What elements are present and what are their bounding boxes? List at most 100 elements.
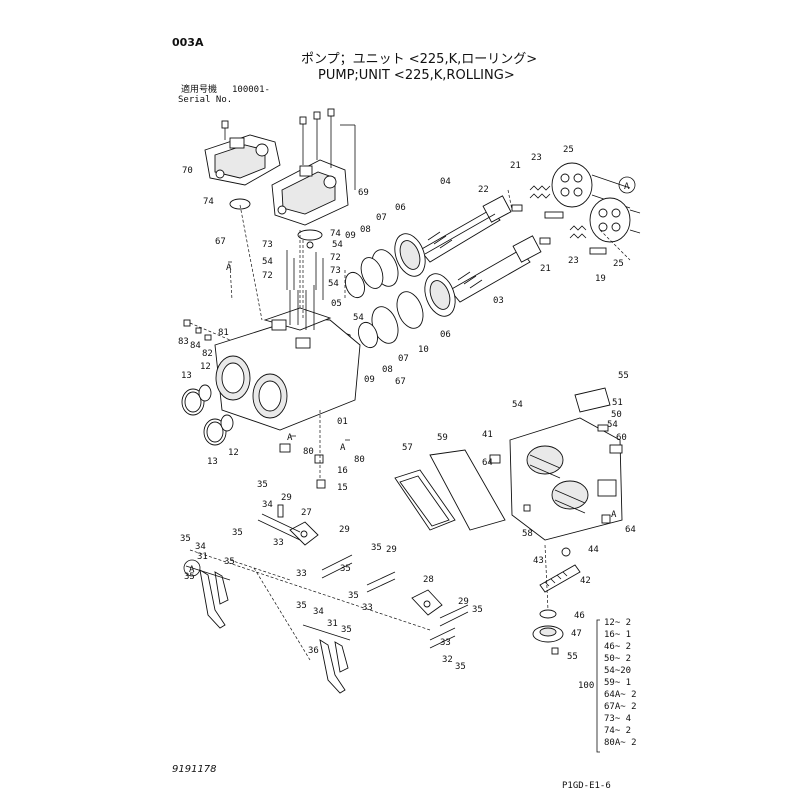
pins-19-21-22 bbox=[511, 204, 607, 255]
callout-23-0: 23 bbox=[531, 153, 542, 163]
callout-10-0: 10 bbox=[418, 345, 429, 355]
callout-31-1: 31 bbox=[327, 619, 338, 629]
callout-43-0: 43 bbox=[533, 556, 544, 566]
bolts-73-72-54 bbox=[286, 240, 324, 320]
callout-12-1: 12 bbox=[228, 448, 239, 458]
lever-right bbox=[302, 624, 351, 694]
quantity-row: 50~ 2 bbox=[604, 654, 631, 664]
callout-04-0: 04 bbox=[440, 177, 451, 187]
callout-09-1: 09 bbox=[364, 375, 375, 385]
callout-25-1: 25 bbox=[613, 259, 624, 269]
callout-32-0: 32 bbox=[442, 655, 453, 665]
callout-34-1: 34 bbox=[195, 542, 206, 552]
callout-80-0: 80 bbox=[303, 447, 314, 457]
adjuster-43-42 bbox=[539, 547, 581, 593]
quantity-group-label: 100 bbox=[578, 681, 594, 691]
callout-13-1: 13 bbox=[207, 457, 218, 467]
linkage-28 bbox=[411, 589, 469, 627]
callout-35-5: 35 bbox=[340, 564, 351, 574]
regulator-assembly-69 bbox=[271, 108, 356, 241]
callout-05-0: 05 bbox=[331, 299, 342, 309]
callout-58-0: 58 bbox=[522, 529, 533, 539]
callout-23-1: 23 bbox=[568, 256, 579, 266]
callout-31-0: 31 bbox=[197, 552, 208, 562]
callout-a-0: A bbox=[624, 182, 630, 192]
callout-35-6: 35 bbox=[371, 543, 382, 553]
quantity-bracket bbox=[596, 619, 600, 753]
callout-22-0: 22 bbox=[478, 185, 489, 195]
callout-82-0: 82 bbox=[202, 349, 213, 359]
callout-51-0: 51 bbox=[612, 398, 623, 408]
callout-44-0: 44 bbox=[588, 545, 599, 555]
callout-35-8: 35 bbox=[296, 601, 307, 611]
callout-83-0: 83 bbox=[178, 337, 189, 347]
callout-81-0: 81 bbox=[218, 328, 229, 338]
quantity-row: 64A~ 2 bbox=[604, 690, 637, 700]
callout-46-0: 46 bbox=[574, 611, 585, 621]
callout-34-2: 34 bbox=[313, 607, 324, 617]
callout-35-4: 35 bbox=[184, 572, 195, 582]
quantity-row: 74~ 2 bbox=[604, 726, 631, 736]
end-cover-41 bbox=[489, 387, 623, 541]
callout-70-0: 70 bbox=[182, 166, 193, 176]
springs-23 bbox=[529, 185, 587, 239]
callout-69-0: 69 bbox=[358, 188, 369, 198]
callout-35-7: 35 bbox=[348, 591, 359, 601]
callout-21-0: 21 bbox=[510, 161, 521, 171]
callout-33-1: 33 bbox=[296, 569, 307, 579]
quantity-row: 80A~ 2 bbox=[604, 738, 637, 748]
linkage-27 bbox=[257, 504, 319, 546]
callout-73-0: 73 bbox=[262, 240, 273, 250]
callout-35-9: 35 bbox=[341, 625, 352, 635]
callout-60-0: 60 bbox=[616, 433, 627, 443]
callout-a-1: A bbox=[189, 565, 195, 575]
callout-54-4: 54 bbox=[512, 400, 523, 410]
callout-35-1: 35 bbox=[232, 528, 243, 538]
callout-34-0: 34 bbox=[262, 500, 273, 510]
quantity-row: 73~ 4 bbox=[604, 714, 631, 724]
callout-12-0: 12 bbox=[200, 362, 211, 372]
quantity-row: 54~20 bbox=[604, 666, 631, 676]
callout-72-1: 72 bbox=[330, 253, 341, 263]
bearings-upper bbox=[344, 233, 426, 299]
callout-01-0: 01 bbox=[337, 417, 348, 427]
callout-35-11: 35 bbox=[455, 662, 466, 672]
callout-41-0: 41 bbox=[482, 430, 493, 440]
callout-59-0: 59 bbox=[437, 433, 448, 443]
callout-28-0: 28 bbox=[423, 575, 434, 585]
serial-label-japanese: 適用号機 bbox=[181, 83, 217, 95]
callout-64-0: 64 bbox=[482, 458, 493, 468]
callout-67-1: 67 bbox=[395, 377, 406, 387]
callout-57-0: 57 bbox=[402, 443, 413, 453]
callout-35-0: 35 bbox=[257, 480, 268, 490]
callout-15-0: 15 bbox=[337, 483, 348, 493]
callout-29-3: 29 bbox=[458, 597, 469, 607]
callout-27-0: 27 bbox=[301, 508, 312, 518]
callout-54-0: 54 bbox=[262, 257, 273, 267]
callout-19-0: 19 bbox=[595, 274, 606, 284]
drawing-number: 9191178 bbox=[172, 764, 217, 775]
callout-55-0: 55 bbox=[618, 371, 629, 381]
callout-06-1: 06 bbox=[440, 330, 451, 340]
callout-36-0: 36 bbox=[308, 646, 319, 656]
callout-25-0: 25 bbox=[563, 145, 574, 155]
callout-55-1: 55 bbox=[567, 652, 578, 662]
callout-08-0: 08 bbox=[360, 225, 371, 235]
callout-35-3: 35 bbox=[224, 557, 235, 567]
regulator-assembly-70 bbox=[204, 120, 281, 210]
callout-03-0: 03 bbox=[493, 296, 504, 306]
callout-35-10: 35 bbox=[472, 605, 483, 615]
drive-shaft-03 bbox=[449, 235, 542, 303]
page-reference: P1GD-E1-6 bbox=[562, 781, 611, 791]
pump-casing-01 bbox=[214, 285, 361, 431]
callout-13-0: 13 bbox=[181, 371, 192, 381]
callout-06-0: 06 bbox=[395, 203, 406, 213]
callout-07-0: 07 bbox=[376, 213, 387, 223]
o-rings-13-12 bbox=[181, 384, 234, 446]
callout-labels: 7069747467677373545454545454727204222121… bbox=[178, 145, 636, 672]
callout-54-5: 54 bbox=[607, 420, 618, 430]
title-japanese: ポンプ；ユニット <225,K,ローリング> bbox=[301, 52, 537, 67]
serial-value: 100001- bbox=[232, 85, 270, 95]
